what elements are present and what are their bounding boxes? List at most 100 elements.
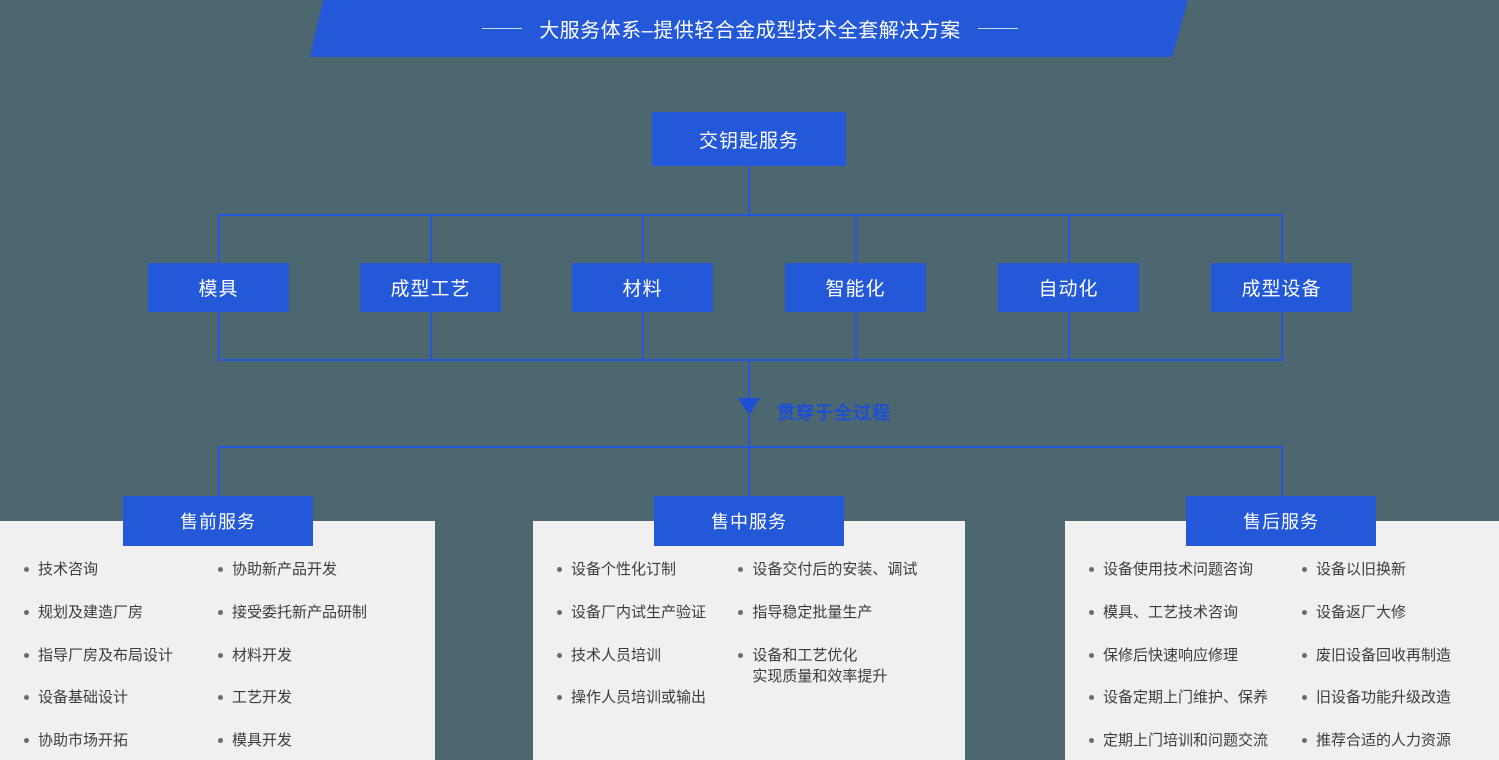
list-item-label: 保修后快速响应修理 (1103, 646, 1239, 664)
list-item: 旧设备功能升级改造 (1302, 687, 1472, 709)
banner-rule-left-icon (482, 28, 523, 29)
bullet-icon (217, 738, 223, 743)
list-item: 工艺开发 (217, 687, 411, 709)
list-item: 设备以旧换新 (1302, 559, 1472, 581)
list-item-label: 指导稳定批量生产 (752, 603, 873, 621)
node-capability-automation[interactable]: 自动化 (998, 263, 1139, 312)
node-label: 售后服务 (1243, 512, 1319, 532)
bullet-icon (24, 695, 29, 701)
bullet-icon (557, 695, 562, 701)
bullet-icon (557, 567, 562, 572)
list-item: 设备使用技术问题咨询 (1089, 559, 1302, 581)
list-item-label: 设备厂内试生产验证 (571, 603, 707, 621)
node-label: 智能化 (825, 279, 886, 300)
list-item-label: 工艺开发 (231, 689, 292, 707)
list-item-label: 模具开发 (231, 732, 292, 749)
connector-service-2 (748, 446, 750, 498)
connector-service-3 (1281, 446, 1283, 498)
triangle-down-icon (738, 398, 760, 415)
node-capability-forming-equipment[interactable]: 成型设备 (1211, 263, 1352, 312)
list-item: 设备返厂大修 (1302, 602, 1472, 624)
bullet-icon (1302, 652, 1307, 658)
node-capability-forming-process[interactable]: 成型工艺 (360, 263, 501, 312)
list-item: 设备基础设计 (24, 687, 218, 709)
list-item-label: 废旧设备回收再制造 (1316, 646, 1452, 664)
bullet-icon (738, 652, 744, 658)
bullet-icon (1089, 652, 1094, 658)
list-item: 指导厂房及布局设计 (24, 645, 218, 667)
node-label: 交钥匙服务 (698, 130, 799, 152)
panel-column-left: 设备使用技术问题咨询模具、工艺技术咨询保修后快速响应修理设备定期上门维护、保养定… (1089, 559, 1302, 760)
list-item-label: 定期上门培训和问题交流 (1103, 732, 1269, 749)
list-item: 操作人员培训或输出 (557, 687, 738, 709)
bullet-icon (24, 567, 29, 572)
bullet-icon (24, 652, 29, 658)
panel-pre-sales: 技术咨询规划及建造厂房指导厂房及布局设计设备基础设计协助市场开拓 协助新产品开发… (0, 521, 435, 760)
node-label: 成型工艺 (390, 279, 471, 300)
list-item: 材料开发 (217, 645, 411, 667)
list-item: 定期上门培训和问题交流 (1089, 730, 1302, 752)
list-item: 指导稳定批量生产 (738, 602, 941, 624)
list-item: 规划及建造厂房 (24, 602, 218, 624)
bullet-icon (217, 652, 223, 658)
node-service-pre-sales[interactable]: 售前服务 (123, 496, 313, 546)
list-item: 技术人员培训 (557, 645, 738, 667)
node-label: 售中服务 (711, 512, 787, 532)
list-item-label: 旧设备功能升级改造 (1316, 689, 1452, 707)
node-label: 成型设备 (1241, 279, 1322, 300)
bullet-icon (1302, 738, 1307, 743)
list-item: 模具、工艺技术咨询 (1089, 602, 1302, 624)
list-item-label: 推荐合适的人力资源 (1316, 732, 1452, 749)
panel-in-sales: 设备个性化订制设备厂内试生产验证技术人员培训操作人员培训或输出 设备交付后的安装… (533, 521, 965, 760)
list-item-label: 协助新产品开发 (231, 561, 337, 578)
node-capability-intelligence[interactable]: 智能化 (785, 263, 926, 312)
connector-root-stem (748, 166, 750, 216)
list-item: 接受委托新产品研制 (217, 602, 411, 624)
list-item-label: 设备交付后的安装、调试 (752, 561, 918, 578)
connector-center-lower (748, 415, 750, 447)
list-item: 模具开发 (217, 730, 411, 752)
bullet-icon (738, 567, 744, 572)
panel-after-sales: 设备使用技术问题咨询模具、工艺技术咨询保修后快速响应修理设备定期上门维护、保养定… (1065, 521, 1499, 760)
bullet-icon (1302, 567, 1307, 572)
list-item: 废旧设备回收再制造 (1302, 645, 1472, 667)
list-item: 设备厂内试生产验证 (557, 602, 738, 624)
list-item-label: 设备以旧换新 (1316, 561, 1407, 578)
connector-bus-bottom (218, 359, 1283, 361)
bullet-icon (217, 695, 223, 701)
list-item-label: 规划及建造厂房 (38, 603, 144, 621)
bullet-icon (24, 738, 29, 743)
list-item: 技术咨询 (24, 559, 218, 581)
node-capability-material[interactable]: 材料 (572, 263, 713, 312)
list-item: 协助新产品开发 (217, 559, 411, 581)
list-item-label: 协助市场开拓 (38, 732, 129, 749)
node-capability-mold[interactable]: 模具 (148, 263, 289, 312)
bullet-icon (1302, 609, 1307, 615)
panel-column-left: 设备个性化订制设备厂内试生产验证技术人员培训操作人员培训或输出 (557, 559, 738, 760)
list-item: 推荐合适的人力资源 (1302, 730, 1472, 752)
list-item: 设备交付后的安装、调试 (738, 559, 941, 581)
bullet-icon (557, 609, 562, 615)
bullet-icon (24, 609, 29, 615)
list-item-label: 设备个性化订制 (571, 561, 677, 578)
node-service-after-sales[interactable]: 售后服务 (1186, 496, 1376, 546)
bullet-icon (1089, 609, 1094, 615)
panel-column-right: 设备交付后的安装、调试指导稳定批量生产设备和工艺优化实现质量和效率提升 (738, 559, 941, 760)
list-item: 设备个性化订制 (557, 559, 738, 581)
list-item-label: 操作人员培训或输出 (571, 689, 707, 707)
node-service-in-sales[interactable]: 售中服务 (654, 496, 844, 546)
list-item-label: 设备返厂大修 (1316, 603, 1407, 621)
list-item-label: 接受委托新产品研制 (231, 603, 367, 621)
banner-title: 大服务体系–提供轻合金成型技术全套解决方案 (539, 20, 961, 42)
list-item-label: 设备定期上门维护、保养 (1103, 689, 1269, 707)
bullet-icon (738, 609, 744, 615)
list-item: 保修后快速响应修理 (1089, 645, 1302, 667)
bullet-icon (1089, 695, 1094, 701)
node-label: 模具 (198, 279, 239, 300)
connector-bus-top (218, 214, 1283, 216)
list-item-label: 技术人员培训 (571, 646, 662, 664)
node-turnkey-service[interactable]: 交钥匙服务 (652, 112, 846, 166)
list-item-label: 技术咨询 (38, 561, 99, 578)
arrow-caption: 贯穿于全过程 (777, 403, 891, 423)
